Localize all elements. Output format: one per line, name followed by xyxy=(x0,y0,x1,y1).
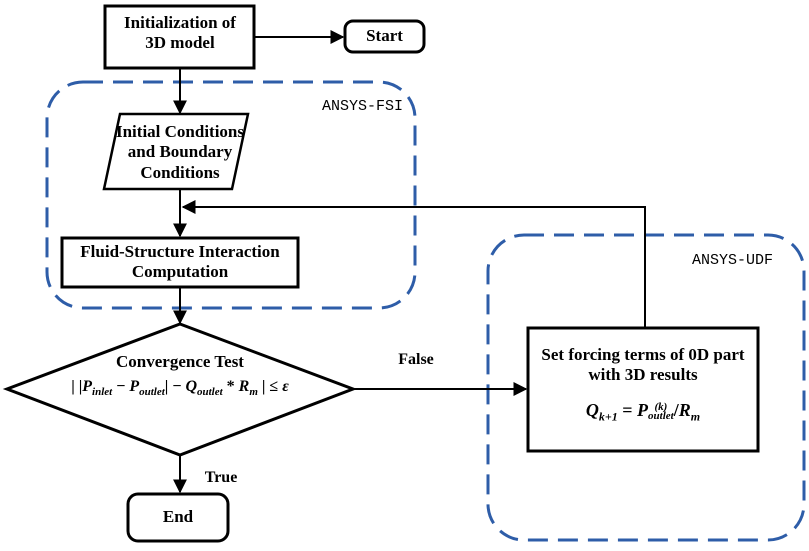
true-label: True xyxy=(204,469,238,486)
start-box xyxy=(343,19,426,54)
initial-conditions-label: Initial Conditions and Boundary Conditio… xyxy=(115,122,244,182)
convergence-title: Convergence Test xyxy=(116,352,244,371)
fsi-computation-box xyxy=(60,236,300,289)
init-label: Initialization of 3D model xyxy=(124,13,236,53)
convergence-diamond xyxy=(2,322,358,457)
forcing-formula: Qk+1 = P(k)outlet/Rm xyxy=(585,400,701,424)
false-label: False xyxy=(398,351,434,368)
ansys-fsi-label: ANSYS-FSI xyxy=(322,98,404,115)
end-box xyxy=(126,492,230,543)
end-label: End xyxy=(162,507,194,526)
ansys-udf-label: ANSYS-UDF xyxy=(692,252,774,269)
forcing-terms-box xyxy=(526,326,760,453)
fsi-computation-label: Fluid-Structure Interaction Computation xyxy=(80,242,280,282)
ansys-fsi-group xyxy=(45,80,417,310)
initial-conditions-parallelogram xyxy=(102,112,250,191)
forcing-terms-label: Set forcing terms of 0D part with 3D res… xyxy=(541,345,745,385)
start-label: Start xyxy=(366,26,403,45)
convergence-formula: | |Pinlet − Poutlet| − Qoutlet * Rm | ≤ … xyxy=(71,378,289,399)
edge-forcing-feedback xyxy=(181,200,646,327)
init-box xyxy=(103,4,256,70)
